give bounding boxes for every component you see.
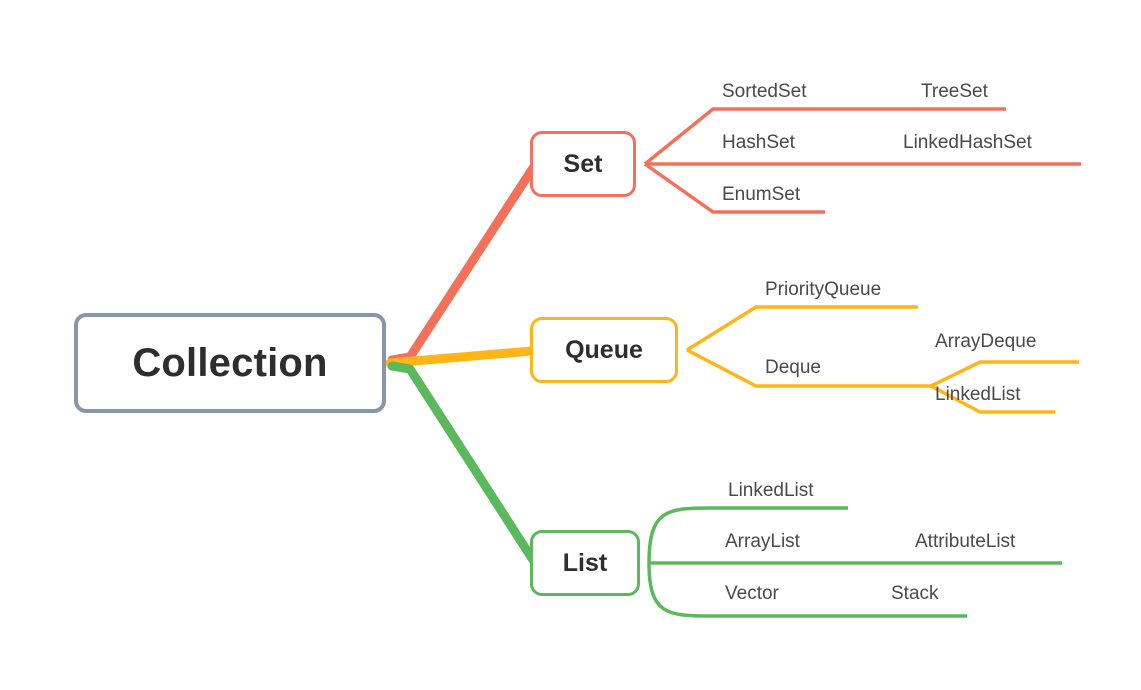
connector-set-sortedset [643,107,1006,166]
leaf-linkedlist-queue[interactable]: LinkedList [935,384,1021,405]
trunk-set [387,163,538,365]
connector-deque-arraydeque [930,360,1079,388]
leaf-linkedhashset[interactable]: LinkedHashSet [903,132,1032,153]
leaf-vector[interactable]: Vector [725,583,779,604]
leaf-hashset[interactable]: HashSet [722,132,795,153]
connector-list-vector [647,562,967,618]
leaf-treeset[interactable]: TreeSet [921,81,988,102]
trunk-list [387,361,538,565]
leaf-attributelist[interactable]: AttributeList [915,531,1016,552]
leaf-stack[interactable]: Stack [891,583,939,604]
leaf-deque[interactable]: Deque [765,357,821,378]
connector-queue-deque [686,348,931,388]
connector-queue-priorityqueue [686,305,918,352]
leaf-priorityqueue[interactable]: PriorityQueue [765,279,882,300]
connector-list-linkedlist [647,506,848,564]
leaf-enumset[interactable]: EnumSet [722,184,801,205]
leaf-arraylist[interactable]: ArrayList [725,531,800,552]
leaf-linkedlist-list[interactable]: LinkedList [728,480,814,501]
leaf-arraydeque[interactable]: ArrayDeque [935,331,1037,352]
node-set[interactable]: Set [530,131,636,197]
node-collection[interactable]: Collection [74,313,386,413]
trunk-queue [385,346,537,368]
node-list[interactable]: List [530,530,640,596]
connector-set-enumset [643,162,825,214]
node-queue[interactable]: Queue [530,317,678,383]
leaf-sortedset[interactable]: SortedSet [722,81,807,102]
connector-deque-linkedlist [930,384,1055,414]
